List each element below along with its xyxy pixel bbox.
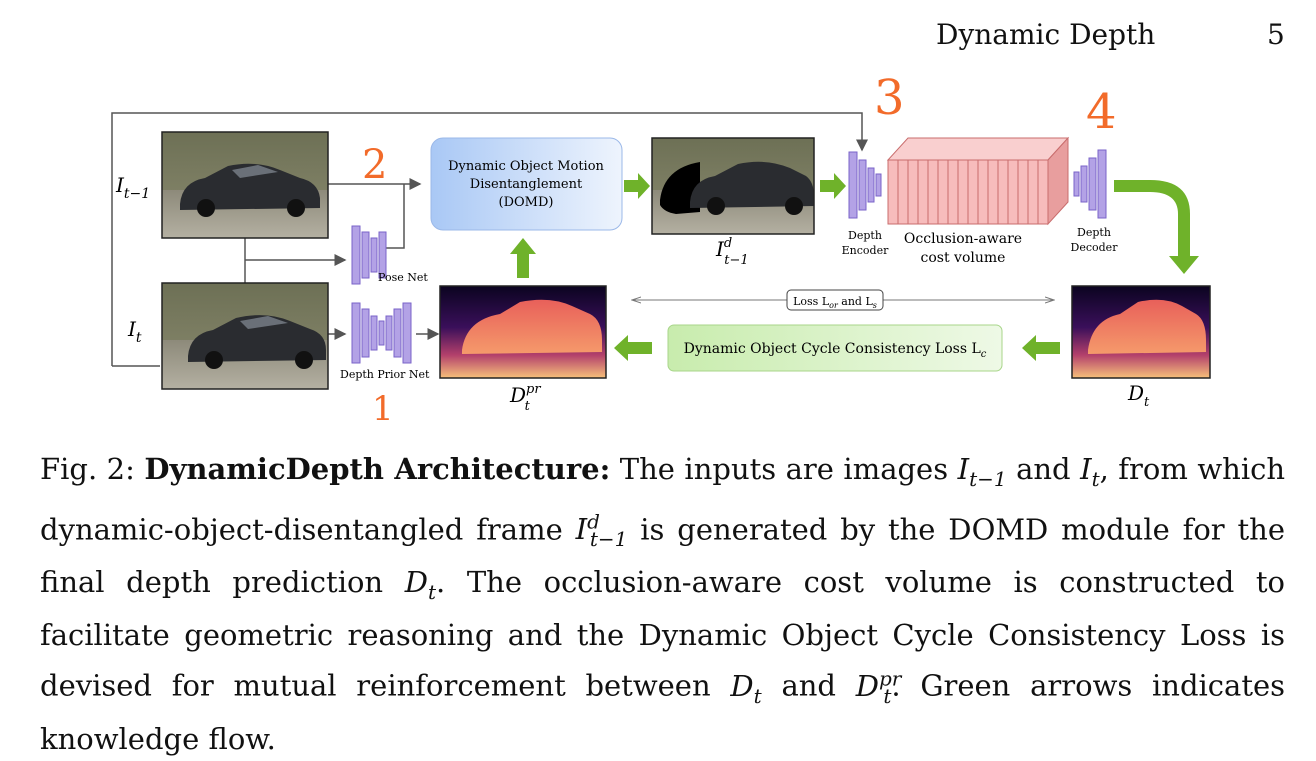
cost-volume bbox=[886, 136, 1070, 226]
label-depth-encoder-1: Depth bbox=[848, 229, 882, 242]
label-depth-decoder-2: Decoder bbox=[1071, 241, 1119, 254]
label-pose-net: Pose Net bbox=[378, 271, 428, 284]
disentangled-image bbox=[651, 137, 815, 235]
running-title: Dynamic Depth bbox=[936, 18, 1156, 51]
domd-label-line3: (DOMD) bbox=[499, 195, 554, 210]
depth-encoder-block bbox=[848, 151, 882, 219]
caption-text-7: . Green arrows indicates knowledge flow. bbox=[40, 668, 1286, 756]
caption-math-prior-depth: Dprt bbox=[855, 666, 902, 708]
caption-title: DynamicDepth Architecture: bbox=[144, 452, 611, 486]
cycle-consistency-loss-box: Dynamic Object Cycle Consistency Loss Lc bbox=[667, 324, 1003, 372]
caption-math-input-curr: It bbox=[1080, 452, 1100, 491]
caption-text-5: . The occlusion-aware cost volume is con… bbox=[40, 565, 1285, 703]
caption-math-final-depth-2: Dt bbox=[730, 668, 762, 708]
green-arrow-cycle-to-prior bbox=[614, 335, 652, 361]
green-arrow-prior-to-domd bbox=[510, 238, 536, 278]
label-depth-encoder-2: Encoder bbox=[842, 244, 889, 257]
input-image-prev bbox=[161, 131, 329, 239]
label-input-prev: It−1 bbox=[115, 173, 150, 202]
caption-math-disentangled: Idt−1 bbox=[575, 509, 628, 552]
caption-fig-label: Fig. 2: bbox=[40, 452, 135, 486]
caption-text-4: is generated by the DOMD module for the … bbox=[40, 512, 1285, 600]
annotation-2: 2 bbox=[362, 142, 387, 188]
pose-net-block bbox=[351, 225, 387, 285]
label-depth-decoder-1: Depth bbox=[1077, 226, 1111, 239]
green-arrow-domd-to-image bbox=[624, 173, 650, 199]
label-cost-volume-2: cost volume bbox=[921, 250, 1006, 266]
green-arrows bbox=[510, 173, 1199, 361]
caption-text-1: The inputs are images bbox=[619, 452, 949, 486]
handwritten-annotations: 1 2 3 4 bbox=[362, 70, 1117, 429]
caption-math-input-prev: It−1 bbox=[957, 452, 1007, 491]
caption-math-final-depth: Dt bbox=[404, 565, 437, 605]
caption-text-6: and bbox=[781, 668, 836, 703]
depth-decoder-block bbox=[1073, 149, 1107, 219]
figure-caption: Fig. 2: DynamicDepth Architecture: The i… bbox=[40, 448, 1285, 761]
annotation-1: 1 bbox=[372, 389, 394, 429]
page-header: Dynamic Depth 5 bbox=[0, 14, 1316, 54]
svg-text:Dynamic Object Cycle Consisten: Dynamic Object Cycle Consistency Loss Lc bbox=[684, 341, 987, 360]
green-arrow-image-to-encoder bbox=[820, 173, 846, 199]
green-arrow-decoder-to-final bbox=[1114, 180, 1199, 274]
svg-text:Loss Lor and Ls: Loss Lor and Ls bbox=[793, 295, 877, 310]
prior-depth-map bbox=[439, 285, 607, 379]
domd-label-line2: Disentanglement bbox=[470, 177, 583, 192]
label-final-depth: Dt bbox=[1127, 381, 1150, 410]
label-cost-volume-1: Occlusion-aware bbox=[904, 231, 1022, 247]
connector-lines bbox=[111, 112, 868, 367]
page-number: 5 bbox=[1267, 18, 1285, 51]
annotation-3: 3 bbox=[874, 70, 905, 126]
depth-prior-net-block bbox=[351, 302, 412, 364]
label-depth-prior-net: Depth Prior Net bbox=[340, 368, 430, 381]
caption-text-3: , from which dynamic-object-disentangled… bbox=[40, 452, 1286, 547]
domd-label-line1: Dynamic Object Motion bbox=[448, 159, 604, 174]
loss-box: Loss Lor and Ls bbox=[786, 289, 884, 311]
input-image-curr bbox=[161, 282, 329, 390]
label-input-curr: It bbox=[127, 317, 142, 346]
final-depth-map bbox=[1071, 285, 1211, 379]
architecture-figure: It−1 It Pose Net Depth Prior Net Dynamic… bbox=[111, 70, 1211, 429]
domd-module: Dynamic Object Motion Disentanglement (D… bbox=[430, 137, 623, 231]
caption-text-2: and bbox=[1016, 452, 1071, 486]
annotation-4: 4 bbox=[1086, 84, 1117, 140]
green-arrow-final-to-cycle bbox=[1022, 335, 1060, 361]
